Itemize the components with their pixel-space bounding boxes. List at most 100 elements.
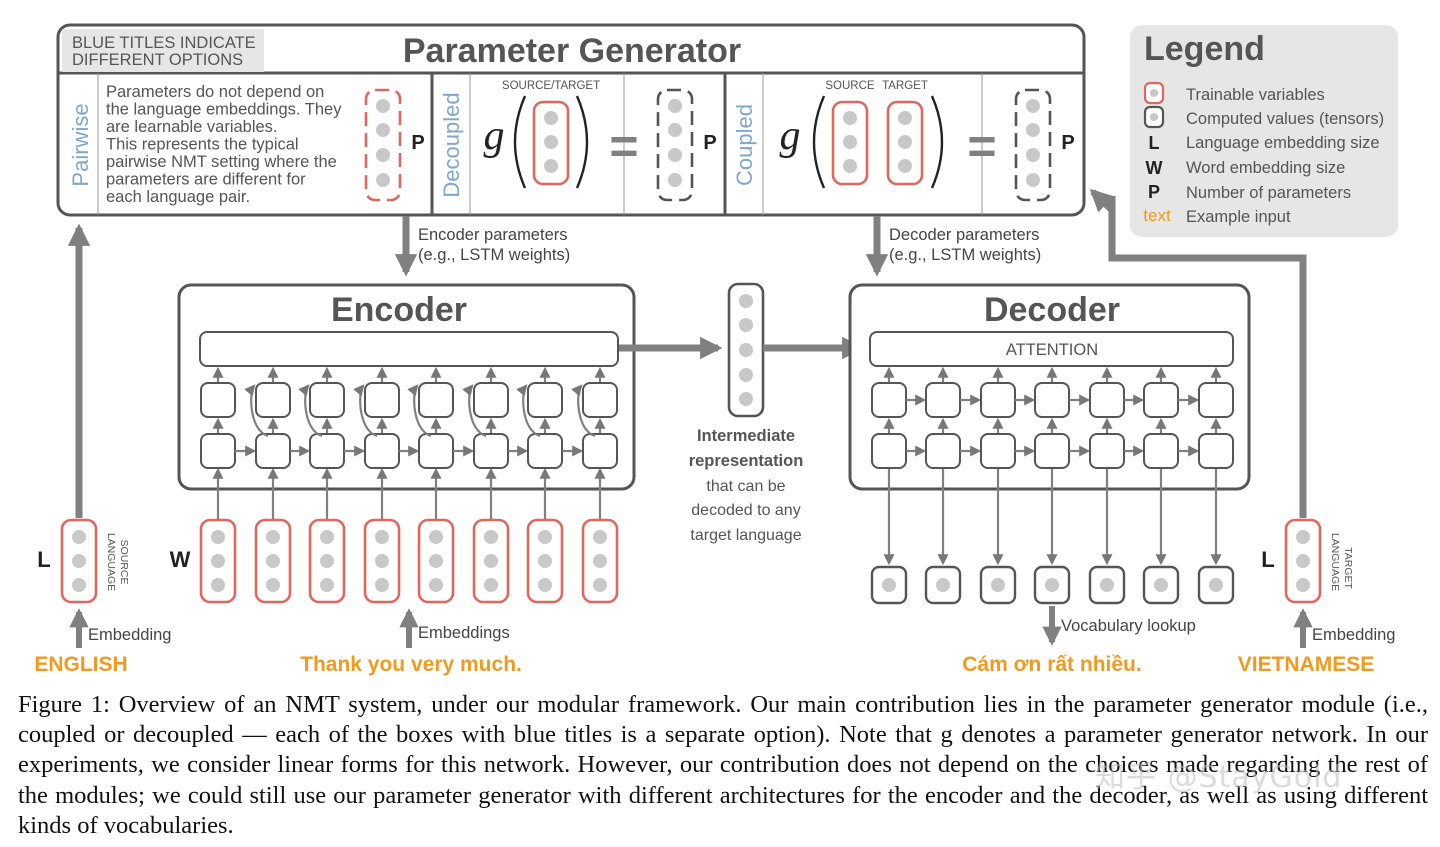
target-language-embedding	[1284, 518, 1322, 604]
embedding-dot	[593, 578, 607, 592]
encoder-output-bar	[199, 331, 619, 367]
target-language-name: VIETNAMESE	[1238, 653, 1375, 676]
vocabulary-lookup-label: Vocabulary lookup	[1061, 617, 1196, 635]
source-language-name: ENGLISH	[34, 653, 127, 676]
coupled-label: Coupled	[732, 104, 757, 186]
decoder-lstm-cells	[871, 366, 1234, 566]
embedding-dot	[484, 554, 498, 568]
encoder-backward-arrow	[353, 384, 378, 438]
pairwise-text-line: parameters are different for	[106, 171, 306, 189]
legend-item-label: Number of parameters	[1186, 184, 1351, 202]
source-language-label-2: LANGUAGE	[105, 533, 117, 591]
decoder-lstm-cell	[1198, 382, 1234, 418]
embedding-dot	[320, 578, 334, 592]
source-embedding-label: Embedding	[88, 626, 171, 644]
decoupled-language-embedding	[532, 100, 570, 186]
blue-titles-note-box	[62, 29, 264, 72]
encoder-lstm-cell	[200, 382, 236, 418]
nmt-diagram: BLUE TITLES INDICATE DIFFERENT OPTIONS P…	[34, 23, 1398, 676]
source-l-label: L	[37, 547, 50, 572]
decoupled-p-label: P	[703, 132, 716, 154]
encoder-lstm-cell	[418, 382, 454, 418]
decoder-title: Decoder	[984, 291, 1120, 329]
encoder-lstm-cell	[364, 382, 400, 418]
coupled-p-label: P	[1061, 132, 1074, 154]
pairwise-text-line: are learnable variables.	[106, 118, 278, 136]
encoder-backward-arrow	[516, 384, 541, 438]
embedding-dot	[484, 530, 498, 544]
intermediate-label-text: that can be	[706, 478, 785, 495]
decoder-box: Decoder ATTENTION	[848, 283, 1251, 566]
target-example-sentence: Cám ơn rất nhiều.	[962, 653, 1141, 676]
pairwise-p-label: P	[411, 132, 424, 154]
embedding-dot	[593, 530, 607, 544]
legend-key-p: P	[1148, 182, 1160, 202]
pairwise-text-line: the language embeddings. They	[106, 101, 342, 119]
output-dot	[1154, 578, 1168, 592]
pairwise-text-line: Parameters do not depend on	[106, 83, 324, 101]
decoder-lstm-cell	[1198, 433, 1234, 469]
encoder-box: Encoder	[177, 283, 636, 519]
embedding-dot	[484, 578, 498, 592]
decoupled-g-function: g	[484, 113, 505, 159]
decoder-params-label-line2: (e.g., LSTM weights)	[889, 246, 1041, 264]
source-w-label: W	[170, 547, 191, 572]
target-embedding-label: Embedding	[1312, 626, 1395, 644]
encoder-lstm-cell	[527, 382, 563, 418]
embedding-dot	[375, 530, 389, 544]
attention-label: ATTENTION	[1006, 341, 1098, 359]
encoder-lstm-cell	[255, 382, 291, 418]
embedding-dot	[211, 554, 225, 568]
embedding-dot	[538, 530, 552, 544]
encoder-lstm-cell	[582, 382, 618, 418]
blue-titles-note-line2: DIFFERENT OPTIONS	[72, 51, 243, 69]
encoder-lstm-cell	[473, 382, 509, 418]
embedding-dot	[211, 530, 225, 544]
embedding-dot	[320, 554, 334, 568]
embedding-dot	[320, 530, 334, 544]
legend-item-label: Word embedding size	[1186, 159, 1345, 177]
attention-bar	[869, 331, 1234, 367]
coupled-param-vector	[1014, 88, 1052, 202]
parameter-generator-title: Parameter Generator	[403, 32, 741, 70]
pairwise-description: Parameters do not depend on the language…	[106, 83, 342, 206]
embedding-dot	[538, 578, 552, 592]
pairwise-text-line: This represents the typical	[106, 136, 299, 154]
embedding-dot	[266, 554, 280, 568]
coupled-equals: =	[967, 118, 996, 174]
decoder-lstm-cell	[871, 433, 907, 469]
decoupled-label: Decoupled	[439, 92, 464, 197]
word-embeddings-label: Embeddings	[418, 624, 510, 642]
embedding-dot	[266, 530, 280, 544]
encoder-title: Encoder	[331, 291, 467, 329]
blue-titles-note-line1: BLUE TITLES INDICATE	[72, 34, 256, 52]
pairwise-text-line: each language pair.	[106, 188, 250, 206]
pairwise-param-vector	[364, 88, 402, 202]
encoder-lstm-cell	[473, 433, 509, 469]
coupled-target-embedding	[886, 100, 924, 186]
coupled-source-embedding	[831, 100, 869, 186]
encoder-lstm-cell	[418, 433, 454, 469]
target-language-label-2: LANGUAGE	[1329, 533, 1341, 591]
embedding-dot	[538, 554, 552, 568]
intermediate-label-text: decoded to any	[691, 502, 800, 519]
embedding-dot	[429, 578, 443, 592]
decoder-lstm-cell	[1034, 433, 1070, 469]
decoupled-source-target-header: SOURCE/TARGET	[502, 80, 600, 92]
output-dot	[1045, 578, 1059, 592]
pairwise-label: Pairwise	[68, 103, 93, 186]
source-language-label-1: SOURCE	[118, 540, 130, 585]
encoder-lstm-cell	[582, 433, 618, 469]
embedding-dot	[211, 578, 225, 592]
coupled-g-function: g	[780, 113, 801, 159]
output-dot	[1209, 578, 1223, 592]
output-dot	[936, 578, 950, 592]
embedding-dot	[266, 578, 280, 592]
encoder-lstm-cell	[255, 433, 291, 469]
decoder-params-label-line1: Decoder parameters	[889, 226, 1039, 244]
figure-caption: Figure 1: Overview of an NMT system, und…	[18, 691, 1428, 839]
decoder-lstm-cell	[980, 382, 1016, 418]
decoder-outputs	[870, 565, 1235, 605]
legend-key-text: text	[1143, 206, 1171, 225]
encoder-backward-arrow	[407, 384, 432, 438]
